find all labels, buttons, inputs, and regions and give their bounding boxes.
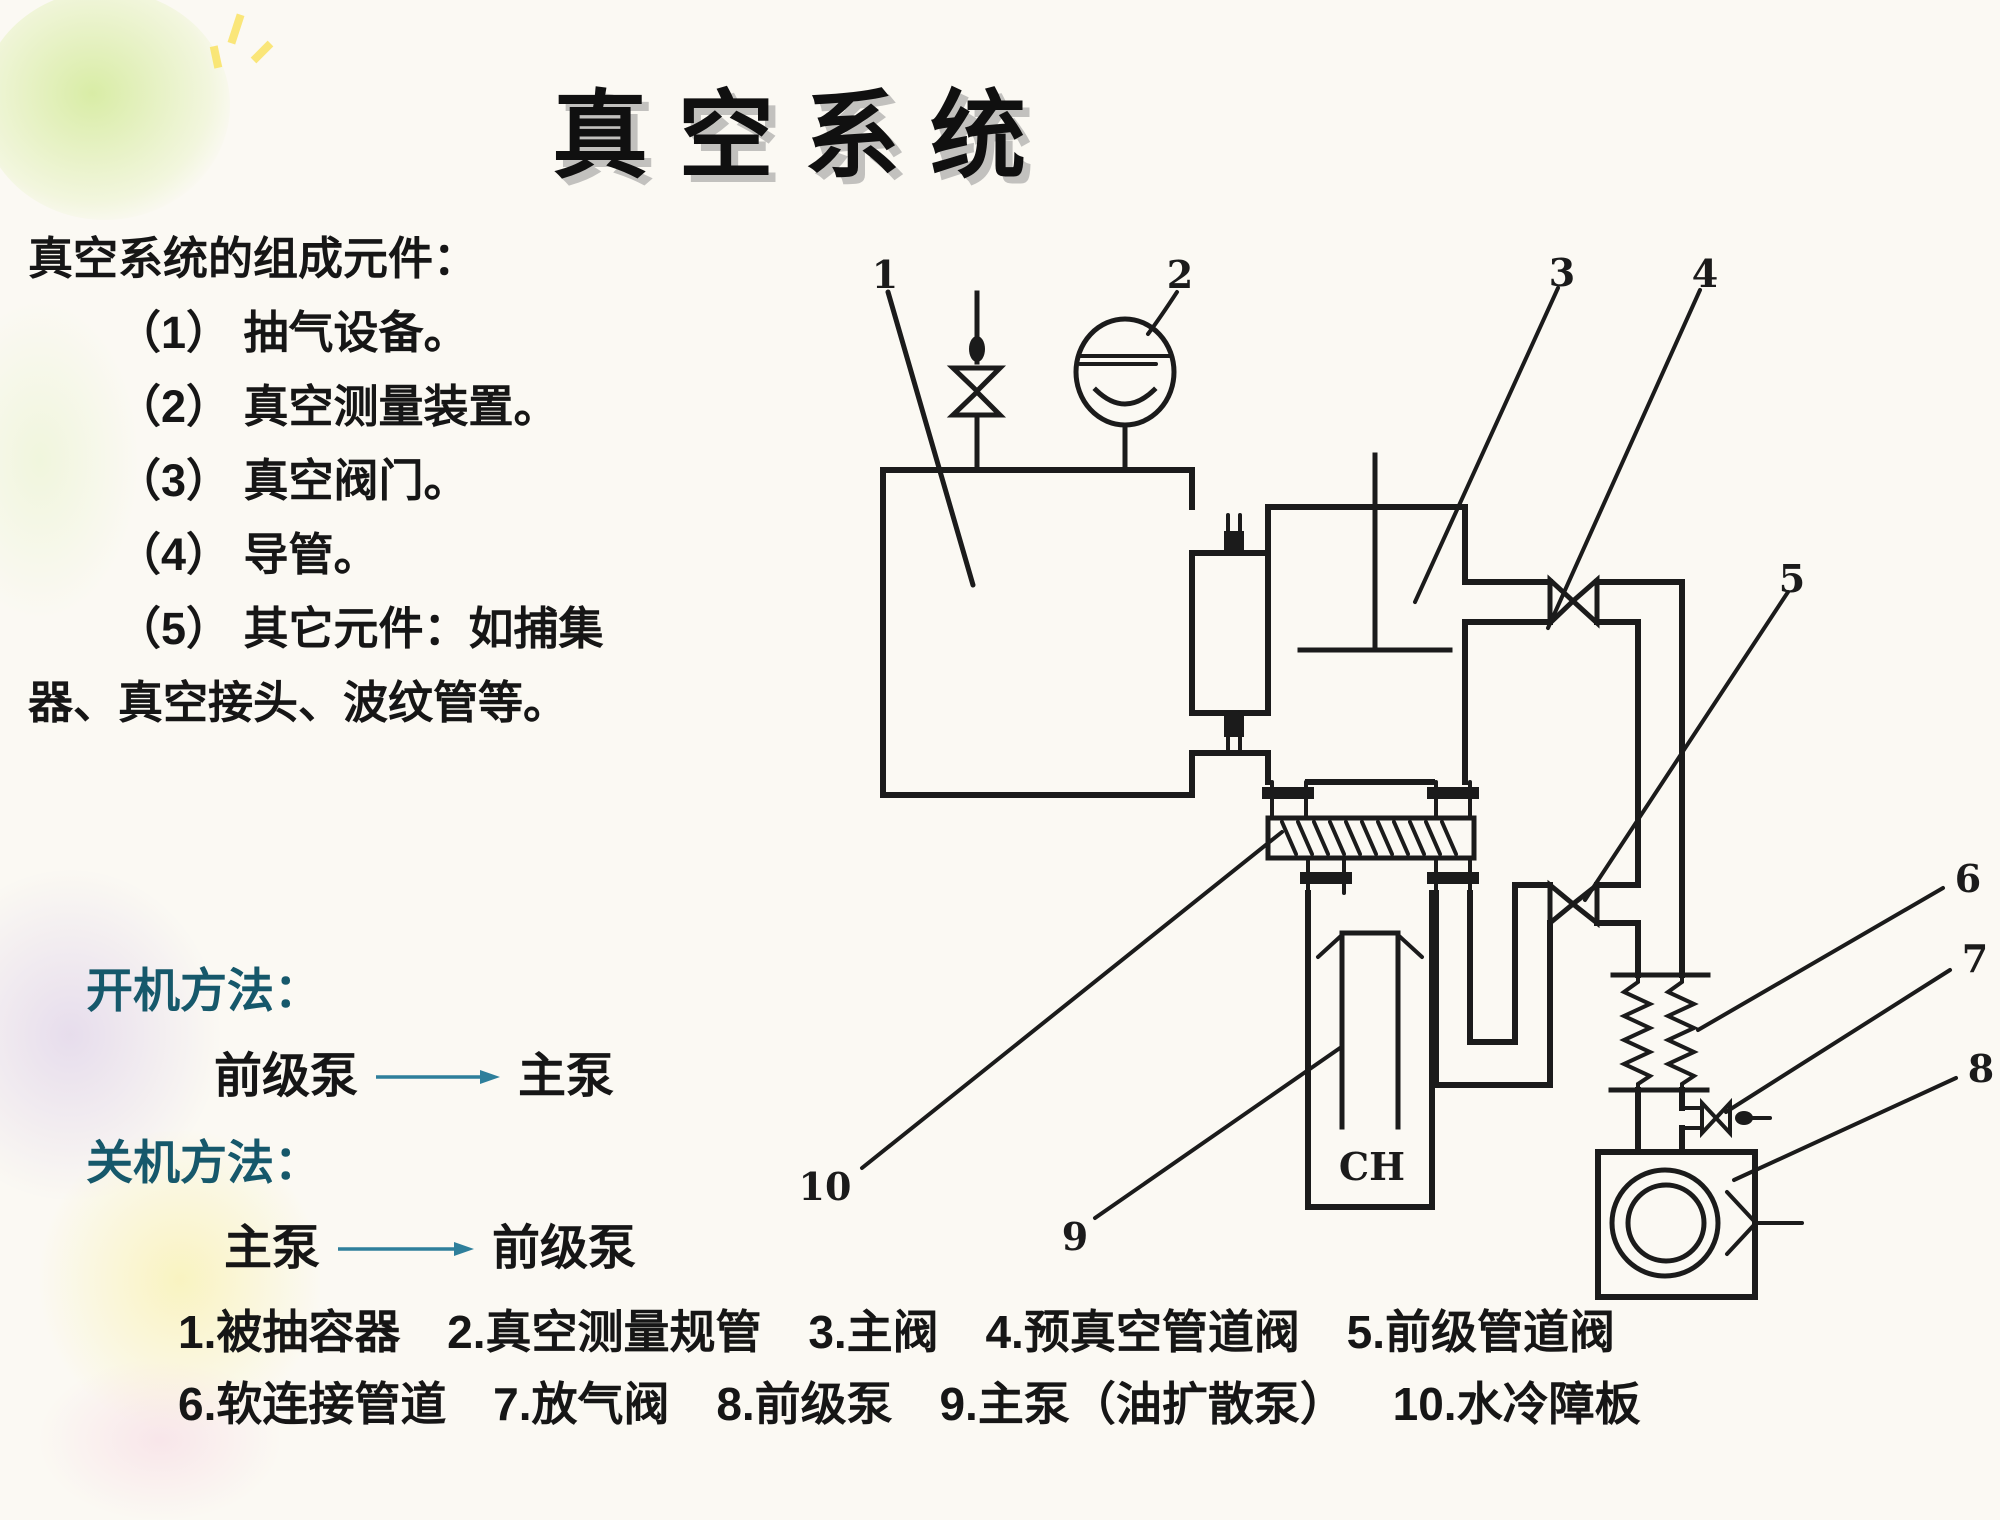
diffusion-pump: CH xyxy=(1305,890,1435,1210)
label-3: 3 xyxy=(1549,250,1575,295)
shutdown-to: 前级泵 xyxy=(492,1222,637,1275)
label-7: 7 xyxy=(1962,936,1988,981)
procedures-section: 开机方法： 前级泵 主泵 关机方法： 主泵 前级泵 xyxy=(86,948,636,1292)
label-10: 10 xyxy=(799,1164,852,1209)
legend-item: 6.软连接管道 xyxy=(178,1378,447,1430)
legend-item: 2.真空测量规管 xyxy=(447,1306,762,1358)
component-item-5-wrap: 器、真空接头、波纹管等。 xyxy=(28,677,569,728)
vessel xyxy=(880,467,1195,798)
right-arrow-icon xyxy=(338,1242,475,1256)
label-6: 6 xyxy=(1955,856,1981,901)
water-cooled-baffle xyxy=(1265,815,1477,861)
legend-item: 4.预真空管道阀 xyxy=(985,1306,1300,1358)
forepump-inlet-pipe xyxy=(1635,1087,1772,1155)
foreline-u-bend xyxy=(1433,882,1553,1088)
leader-lines xyxy=(860,286,1958,1220)
legend-item: 10.水冷障板 xyxy=(1392,1378,1641,1430)
foreline-valve xyxy=(1512,879,1641,929)
flange-joints-lower xyxy=(1300,856,1479,895)
startup-sequence: 前级泵 主泵 xyxy=(86,1034,636,1120)
valve-5-icon xyxy=(1547,879,1577,929)
startup-from: 前级泵 xyxy=(214,1050,359,1103)
vent-valve-icon xyxy=(1713,1097,1732,1139)
shutdown-heading: 关机方法： xyxy=(86,1136,321,1189)
legend-item: 9.主泵（油扩散泵） xyxy=(939,1378,1346,1430)
label-8: 8 xyxy=(1968,1046,1994,1091)
shutdown-sequence: 主泵 前级泵 xyxy=(86,1206,636,1292)
shutdown-from: 主泵 xyxy=(224,1222,321,1275)
page-title: 真空系统 xyxy=(552,83,1056,190)
startup-to: 主泵 xyxy=(518,1050,615,1103)
legend-item: 1.被抽容器 xyxy=(178,1306,401,1358)
legend-row-2: 6.软连接管道 7.放气阀 8.前级泵 9.主泵（油扩散泵） 10.水冷障板 xyxy=(178,1368,1978,1440)
upper-duct xyxy=(1189,504,1468,556)
legend-row-1: 1.被抽容器 2.真空测量规管 3.主阀 4.预真空管道阀 5.前级管道阀 xyxy=(178,1296,1978,1368)
valve-5-icon xyxy=(1568,879,1600,929)
component-item-4: （4） 导管。 xyxy=(116,529,379,580)
forepump xyxy=(1595,1149,1804,1300)
components-heading: 真空系统的组成元件： xyxy=(28,233,479,284)
vessel-top-valve-icon xyxy=(946,290,1007,473)
label-4: 4 xyxy=(1692,251,1718,296)
diagram-legend: 1.被抽容器 2.真空测量规管 3.主阀 4.预真空管道阀 5.前级管道阀 6.… xyxy=(178,1296,1978,1440)
roughing-line xyxy=(1462,574,1685,978)
legend-item: 3.主阀 xyxy=(808,1306,939,1358)
main-valve xyxy=(1265,452,1468,785)
valve-4-icon xyxy=(1547,574,1577,629)
legend-item: 7.放气阀 xyxy=(493,1378,670,1430)
lower-duct xyxy=(1189,710,1271,756)
startup-heading: 开机方法： xyxy=(86,964,321,1017)
component-item-1: （1） 抽气设备。 xyxy=(116,307,469,358)
vacuum-gauge-icon xyxy=(1073,316,1177,473)
label-9: 9 xyxy=(1062,1214,1088,1259)
flange-joints xyxy=(1262,780,1479,820)
component-item-5: （5） 其它元件：如捕集 xyxy=(116,603,604,654)
vent-valve-icon xyxy=(1700,1097,1719,1139)
component-item-2: （2） 真空测量装置。 xyxy=(116,381,559,432)
components-section: 真空系统的组成元件： （1） 抽气设备。 （2） 真空测量装置。 （3） 真空阀… xyxy=(28,222,728,740)
label-5: 5 xyxy=(1779,556,1805,601)
right-arrow-icon xyxy=(376,1070,501,1084)
bellows-icon xyxy=(1608,972,1711,1093)
legend-item: 8.前级泵 xyxy=(716,1378,893,1430)
label-2: 2 xyxy=(1167,252,1193,297)
valve-4-icon xyxy=(1569,574,1600,629)
legend-item: 5.前级管道阀 xyxy=(1346,1306,1615,1358)
diagram-number-labels: 1 2 3 4 5 6 7 8 9 10 xyxy=(799,250,1995,1259)
pump-chamber-label: CH xyxy=(1339,1144,1405,1189)
label-1: 1 xyxy=(872,252,898,297)
component-item-3: （3） 真空阀门。 xyxy=(116,455,469,506)
